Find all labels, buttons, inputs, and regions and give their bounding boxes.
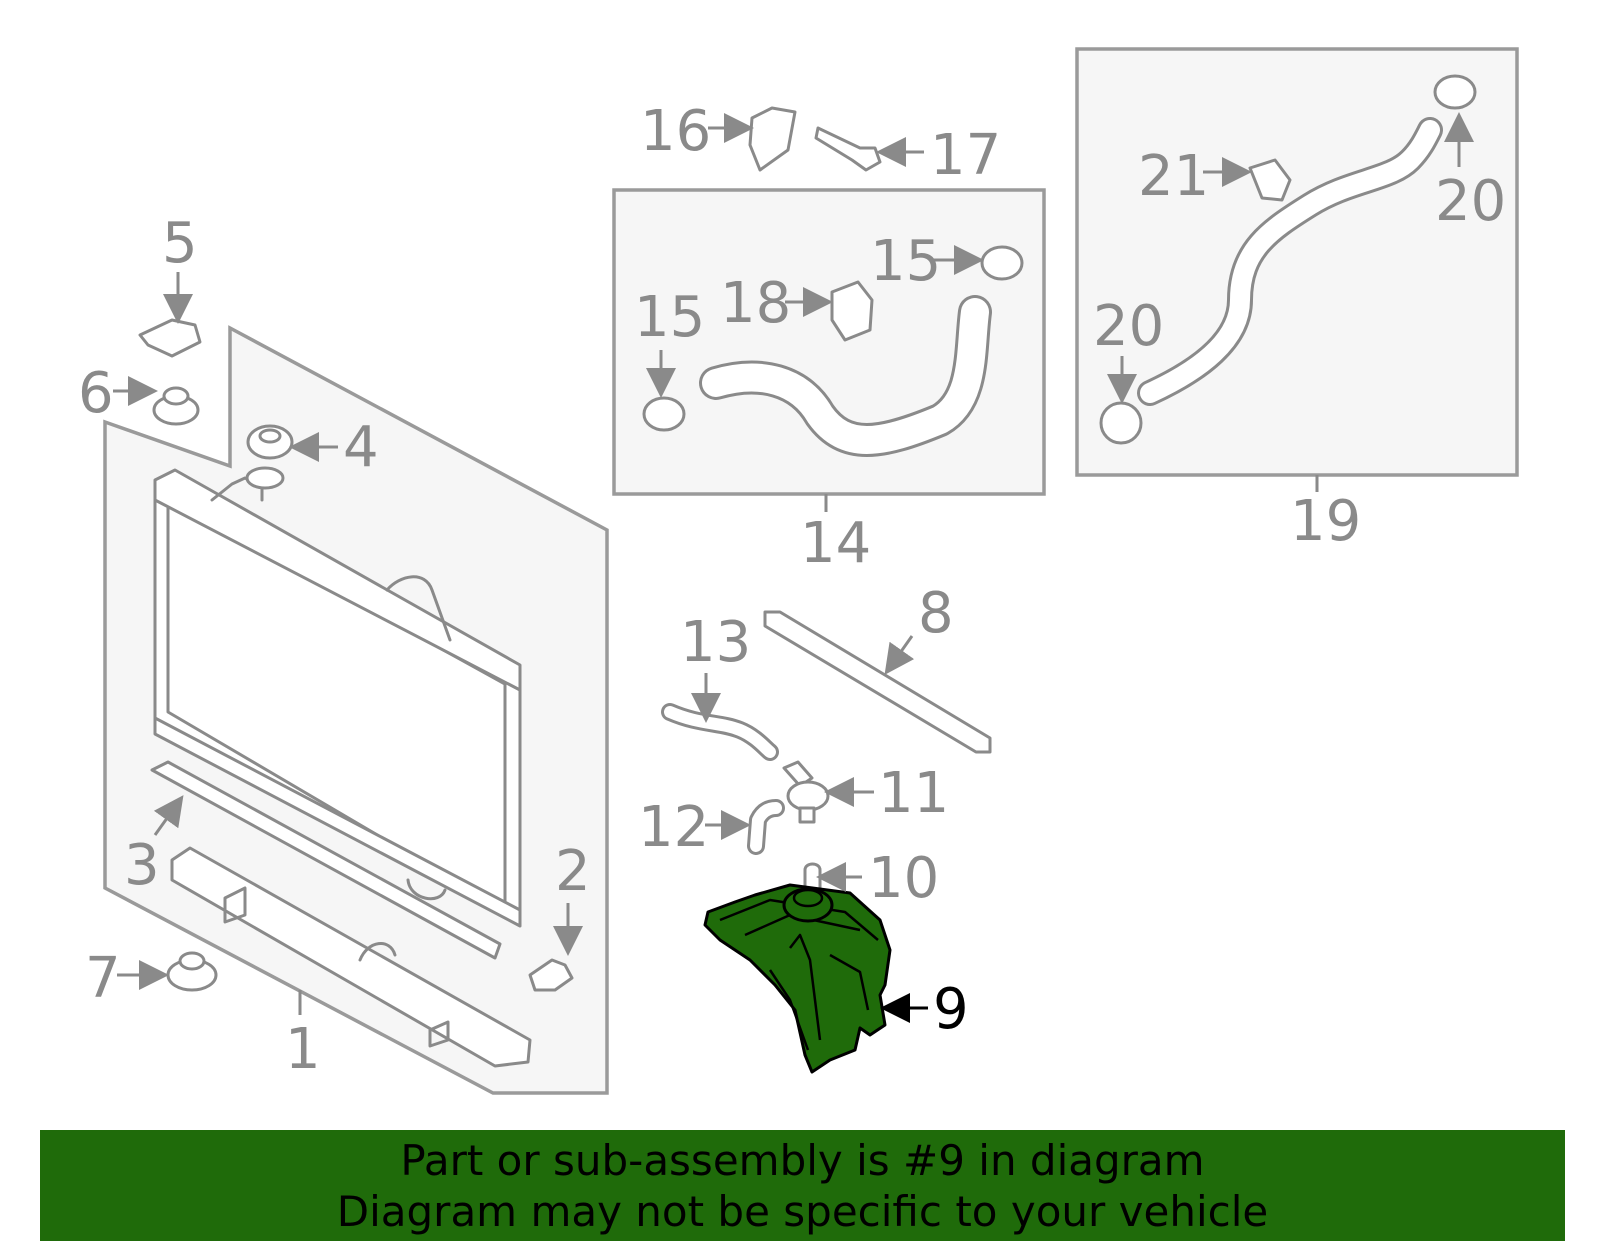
callout-20b: 20 (1093, 294, 1164, 359)
callout-21: 21 (1138, 144, 1209, 209)
hose-clip-21 (1248, 158, 1292, 202)
hose-clip-18 (830, 280, 874, 342)
coolant-reservoir-tank (703, 883, 892, 1074)
callout-15b: 15 (870, 229, 941, 294)
lower-mount-cushion (166, 951, 218, 992)
callout-13: 13 (680, 610, 751, 675)
hose-clamp-20a (1433, 74, 1477, 110)
lower-hose-group (1075, 47, 1519, 477)
drain-plug (528, 958, 574, 992)
banner-line-2: Diagram may not be specific to your vehi… (336, 1186, 1269, 1236)
callout-5: 5 (162, 211, 198, 276)
callout-20a: 20 (1435, 169, 1506, 234)
seal-strip-8 (763, 610, 992, 754)
banner-line-1: Part or sub-assembly is #9 in diagram (400, 1135, 1205, 1185)
part-info-banner: Part or sub-assembly is #9 in diagram Di… (40, 1130, 1565, 1241)
bolt-17 (814, 126, 882, 172)
callout-14: 14 (800, 511, 871, 576)
leader-arrows (113, 112, 1474, 1023)
callout-12: 12 (638, 795, 709, 860)
radiator-assembly (103, 318, 609, 1095)
radiator-top-tank (153, 468, 522, 692)
callout-7: 7 (85, 946, 121, 1011)
reservoir-cap-11 (782, 760, 830, 824)
callout-11: 11 (878, 761, 949, 826)
callout-4: 4 (343, 415, 379, 480)
radiator-bottom-tank (153, 716, 522, 928)
bracket-16 (748, 106, 797, 172)
callout-19: 19 (1290, 489, 1361, 554)
callout-6: 6 (78, 361, 114, 426)
callout-1: 1 (285, 1017, 321, 1082)
callout-labels: 1 2 3 4 5 6 7 8 9 10 11 12 13 14 15 15 1… (78, 99, 1506, 1082)
lower-hose-panel (1075, 47, 1519, 477)
callout-2: 2 (555, 839, 591, 904)
callout-9: 9 (933, 977, 969, 1042)
lower-radiator-hose (1140, 120, 1440, 403)
callout-16: 16 (640, 99, 711, 164)
hose-clamp-15a (642, 396, 686, 432)
callout-10: 10 (868, 846, 939, 911)
upper-mount-cushion (152, 386, 200, 426)
lower-seal-strip (150, 760, 502, 960)
hose-clamp-20b (1099, 401, 1143, 445)
callout-15a: 15 (634, 285, 705, 350)
callout-3: 3 (124, 833, 160, 898)
callout-17: 17 (930, 123, 1001, 188)
upper-hose-group (612, 188, 1046, 496)
lower-support-bracket (170, 846, 532, 1068)
callout-8: 8 (918, 581, 954, 646)
hose-clamp-15b (980, 245, 1024, 281)
upper-mount-bracket (138, 318, 202, 358)
callout-18: 18 (720, 271, 791, 336)
